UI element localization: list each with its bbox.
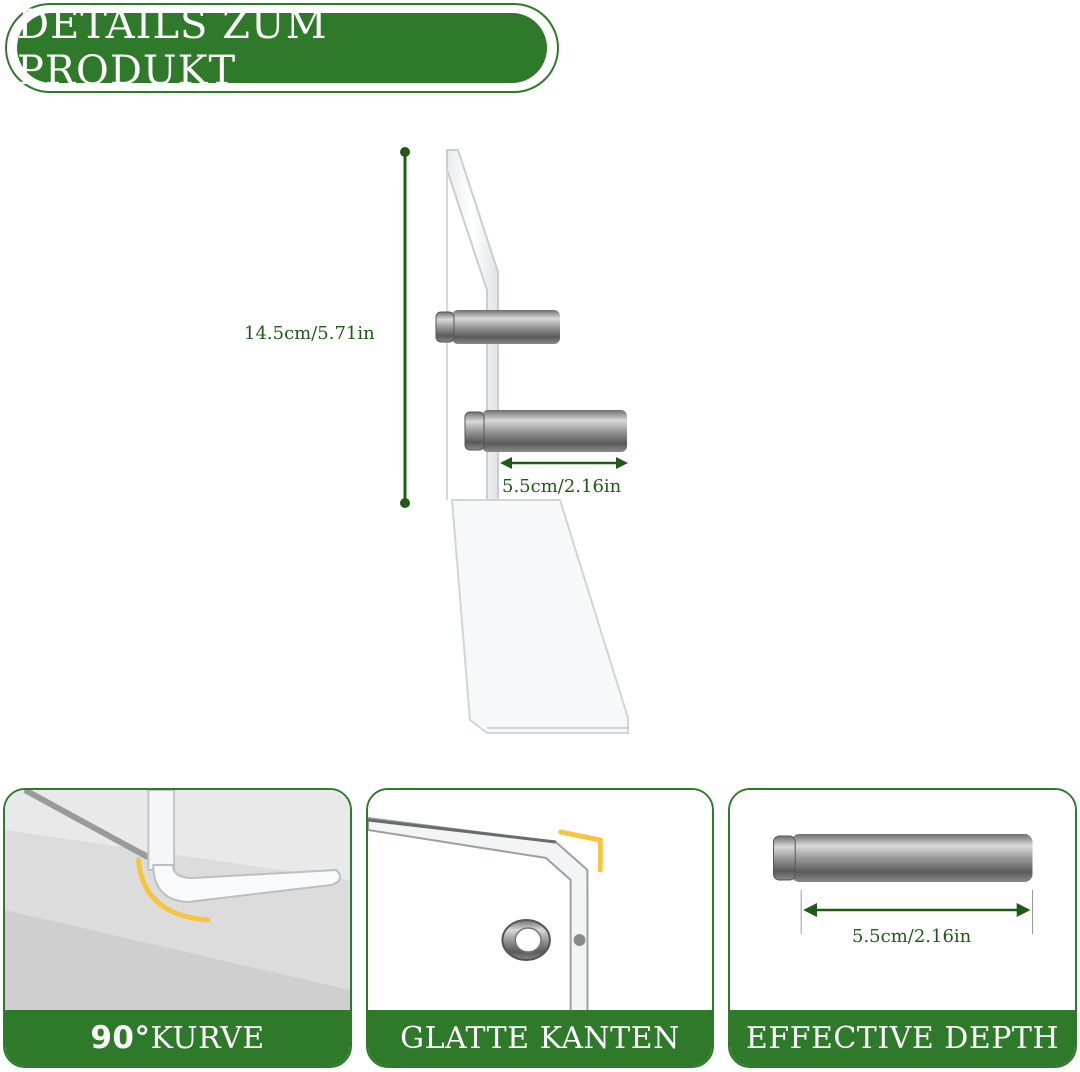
curve-caption-text: KURVE [150, 1020, 265, 1056]
rod-depth-dimension-label: 5.5cm/2.16in [502, 476, 622, 497]
lower-rod [464, 410, 627, 452]
product-side-view-diagram [400, 147, 629, 734]
edge-closeup-image [368, 790, 712, 1012]
height-dimension-label: 14.5cm/5.71in [244, 323, 375, 344]
feature-card-smooth-edges: GLATTE KANTEN [366, 788, 714, 1068]
effective-depth-dimension-label: 5.5cm/2.16in [852, 926, 972, 947]
effective-depth-caption: EFFECTIVE DEPTH [730, 1010, 1075, 1066]
curve-closeup-image [5, 790, 350, 1012]
feature-card-90-curve: 90°KURVE [3, 788, 352, 1068]
upper-rod [435, 310, 560, 344]
curve-caption-number: 90° [90, 1020, 151, 1056]
rod-depth-dimension-arrow [500, 457, 628, 469]
feature-card-effective-depth: 5.5cm/2.16in EFFECTIVE DEPTH [728, 788, 1077, 1068]
curve-caption: 90°KURVE [5, 1010, 350, 1066]
smooth-edges-caption: GLATTE KANTEN [368, 1010, 712, 1066]
height-dimension-line [400, 147, 410, 508]
title-banner: DETAILS ZUM PRODUKT [5, 2, 559, 94]
rod-closeup-image [730, 790, 1075, 1012]
